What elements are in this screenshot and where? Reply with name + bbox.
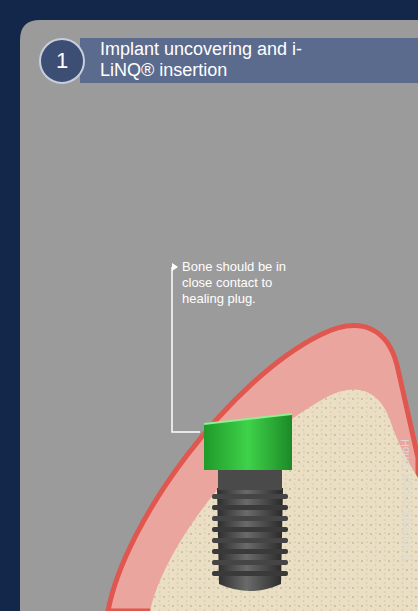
implant <box>212 470 288 591</box>
watermark: © ImplantConcept GmbH <box>399 415 412 585</box>
step-title: Implant uncovering and i-LiNQ® insertion <box>100 39 330 81</box>
plug-top <box>204 414 292 424</box>
thread <box>212 494 288 499</box>
thread <box>212 560 288 565</box>
thread <box>212 505 288 510</box>
thread <box>212 549 288 554</box>
leader-tip <box>172 263 178 271</box>
thread <box>212 538 288 543</box>
header-band <box>80 38 418 83</box>
thread <box>212 527 288 532</box>
healing-plug <box>204 414 292 470</box>
thread <box>212 571 288 576</box>
callout-note: Bone should be in close contact to heali… <box>182 259 310 307</box>
panel <box>20 20 418 611</box>
step-number: 1 <box>40 48 84 74</box>
bone <box>150 389 418 611</box>
gingiva <box>108 326 418 611</box>
step-circle <box>40 39 84 83</box>
thread <box>212 516 288 521</box>
